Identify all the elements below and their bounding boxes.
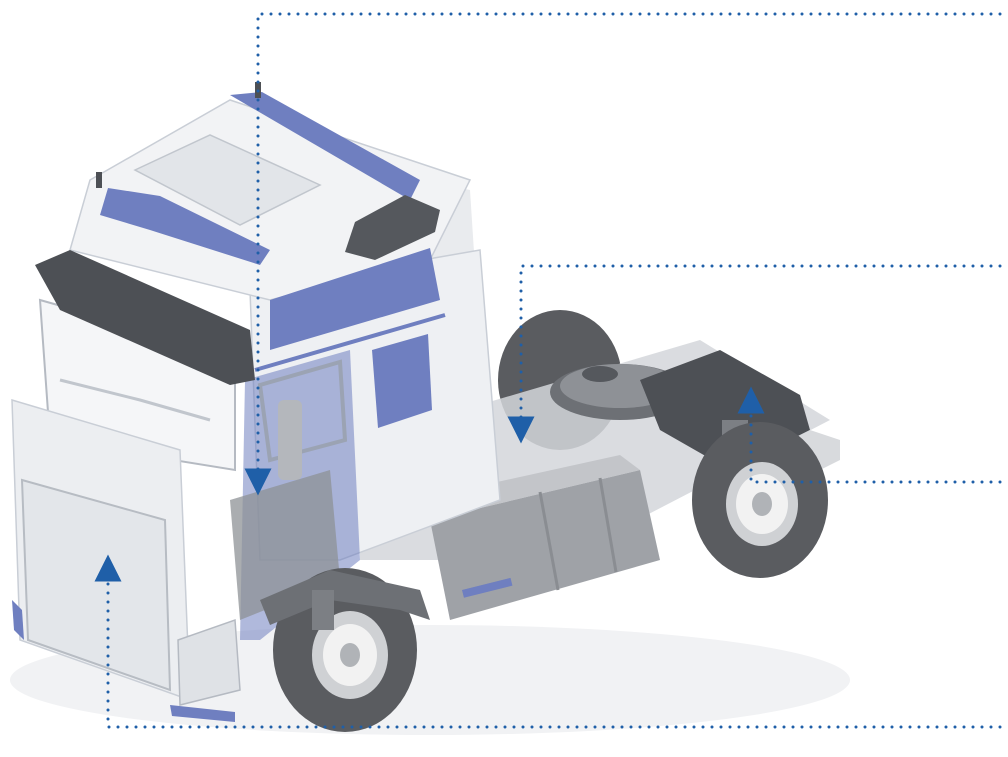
side-mirror: [278, 400, 302, 480]
tank-band-1: [538, 491, 560, 591]
callouts: [94, 12, 1002, 729]
cab: [11, 82, 501, 732]
front-mudguard: [260, 570, 430, 625]
side-stripe: [270, 248, 440, 350]
side-deflector: [345, 195, 440, 260]
front-spring: [312, 590, 334, 630]
front-hub: [340, 643, 360, 667]
door-window: [257, 359, 348, 463]
tank-label: [461, 577, 513, 598]
headlight: [177, 618, 241, 706]
sun-visor: [35, 250, 255, 385]
roof-stripe: [230, 92, 420, 200]
callout-line-cab: [244, 12, 1002, 496]
roof-antenna-left: [96, 172, 102, 188]
rear-hub: [752, 492, 772, 516]
side-pinstripe: [254, 313, 446, 372]
fuel-tank: [430, 470, 660, 620]
bumper-corner-left: [12, 600, 24, 640]
bumper-corner-right: [170, 705, 235, 722]
roof-hatch: [133, 134, 322, 226]
callout-line-front: [94, 554, 1002, 729]
tank-band-2: [598, 477, 618, 573]
roof-visor-band: [100, 188, 270, 265]
rear-side-window: [372, 334, 432, 428]
air-tank: [582, 366, 618, 382]
dashboard: [59, 378, 211, 422]
radiator: [20, 478, 172, 692]
